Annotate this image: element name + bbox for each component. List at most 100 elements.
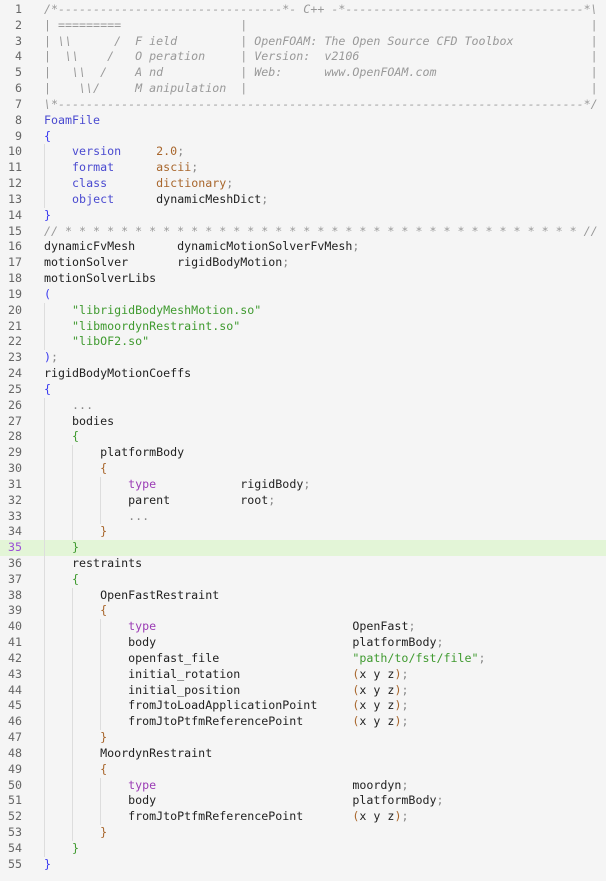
indent-guide [100,666,101,683]
code-line[interactable]: 6| \\/ M anipulation | | [0,81,606,97]
code-line[interactable]: 41 body platformBody; [0,635,606,651]
line-number: 31 [7,476,22,491]
code-text: object dynamicMeshDict; [44,192,268,208]
code-line[interactable]: 33 ... [0,508,606,525]
code-line[interactable]: 29 platformBody [0,445,606,462]
code-text: { [44,572,79,588]
indent-guide [72,793,73,810]
indent-guide [44,476,45,493]
code-line[interactable]: 14} [0,208,606,224]
code-text: OpenFastRestraint [44,588,219,604]
code-line[interactable]: 51 body platformBody; [0,793,606,810]
code-token: body platformBody [44,635,437,650]
code-token: OpenFast [156,619,409,634]
code-line[interactable]: 21 "libmoordynRestraint.so" [0,318,606,335]
code-line[interactable]: 39 { [0,603,606,620]
code-line[interactable]: 28 { [0,429,606,446]
line-number: 39 [7,603,22,618]
code-line[interactable]: 38 OpenFastRestraint [0,587,606,604]
code-line[interactable]: 1/*--------------------------------*- C+… [0,2,606,18]
code-line[interactable]: 4| \\ / O peration | Version: v2106 | [0,49,606,65]
code-line[interactable]: 23); [0,350,606,366]
code-line[interactable]: 2| ========= | | [0,18,606,34]
code-line[interactable]: 32 parent root; [0,492,606,509]
code-token: { [100,603,108,618]
code-text: | \\ / A nd | Web: www.OpenFOAM.com | [44,65,598,81]
code-token: restraints [44,555,143,570]
indent-guide [72,745,73,762]
code-token: ( [352,682,360,697]
code-text: } [44,841,79,857]
code-line[interactable]: 26 ... [0,397,606,414]
code-line[interactable]: 5 | \\ / A nd | Web: www.OpenFOAM.com | [0,65,606,81]
code-line[interactable]: 47 } [0,730,606,746]
code-line[interactable]: 27 bodies [0,413,606,430]
code-line[interactable]: 40 type OpenFast; [0,619,606,636]
code-line[interactable]: 10 version 2.0; [0,144,606,161]
code-line[interactable]: 44 initial_position (x y z); [0,682,606,699]
code-line[interactable]: 54 } [0,840,606,857]
code-line[interactable]: 36 restraints [0,555,606,572]
code-line[interactable]: 31 type rigidBody; [0,476,606,493]
code-line[interactable]: 22 "libOF2.so" [0,334,606,351]
code-line[interactable]: 42 openfast_file "path/to/fst/file"; [0,650,606,667]
code-text: | \\ / F ield | OpenFOAM: The Open Sourc… [44,34,598,50]
code-line[interactable]: 48 MoordynRestraint [0,745,606,762]
code-line[interactable]: 34 } [0,524,606,541]
line-number: 12 [7,176,22,191]
code-text: initial_rotation (x y z); [44,667,408,683]
code-token: } [100,825,108,840]
indent-guide [44,555,45,572]
code-line[interactable]: 15// * * * * * * * * * * * * * * * * * *… [0,224,606,240]
code-text: ); [44,350,58,366]
code-line[interactable]: 46 fromJtoPtfmReferencePoint (x y z); [0,714,606,731]
code-token: \*--------------------------------------… [44,96,598,111]
line-number: 3 [14,33,22,48]
code-token: ; [191,160,199,175]
code-line[interactable]: 45 fromJtoLoadApplicationPoint (x y z); [0,698,606,715]
code-line[interactable]: 9{ [0,129,606,145]
line-number: 49 [7,761,22,776]
indent-guide [72,666,73,683]
code-token: } [72,840,80,855]
code-token: ascii [156,160,192,175]
code-line[interactable]: 49 { [0,761,606,778]
code-token: } [72,540,80,555]
line-number: 46 [7,714,22,729]
code-token: ; [478,650,486,665]
code-line[interactable]: 50 type moordyn; [0,777,606,794]
code-line[interactable]: 53 } [0,825,606,841]
code-line[interactable]: 12 class dictionary; [0,176,606,192]
indent-guide [44,318,45,335]
code-line[interactable]: 13 object dynamicMeshDict; [0,191,606,208]
code-line[interactable]: 35 } [0,540,606,556]
code-token: type [128,619,157,634]
code-token: ( [352,698,360,713]
code-line[interactable]: 52 fromJtoPtfmReferencePoint (x y z); [0,809,606,826]
code-token [44,160,72,174]
code-token: class [72,176,108,191]
code-line[interactable]: 7\*-------------------------------------… [0,97,606,113]
line-number: 5 [14,65,22,80]
code-line[interactable]: 55} [0,857,606,873]
indent-guide [44,191,45,208]
code-token: ) [394,666,402,681]
code-line[interactable]: 20 "librigidBodyMeshMotion.so" [0,302,606,319]
code-token [44,334,72,348]
code-token: { [72,429,80,444]
code-line[interactable]: 25{ [0,382,606,398]
indent-guide [72,603,73,620]
code-line[interactable]: 3 | \\ / F ield | OpenFOAM: The Open Sour… [0,34,606,50]
code-line[interactable]: 43 initial_rotation (x y z); [0,666,606,683]
indent-guide [44,587,45,604]
code-line[interactable]: 19( [0,287,606,303]
code-line[interactable]: 37 { [0,571,606,588]
code-line[interactable]: 11 format ascii; [0,160,606,177]
code-line[interactable]: 30 { [0,461,606,477]
